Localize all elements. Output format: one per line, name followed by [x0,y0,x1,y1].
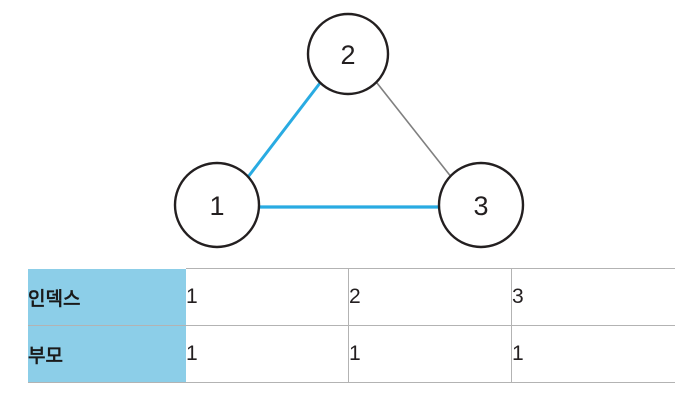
node-1-label: 1 [209,191,224,221]
index-value-2: 2 [348,268,512,326]
graph-node-3[interactable]: 3 [437,161,525,249]
node-3-label: 3 [473,191,488,221]
graph-svg: 2 1 3 [173,12,525,249]
node-3-circle [437,161,525,249]
index-value-1: 1 [186,268,349,326]
edge-2-3 [376,82,453,179]
node-1-circle [173,161,261,249]
edge-1-2 [246,82,322,178]
parent-value-2: 1 [348,325,512,383]
parent-array-table: 인덱스 1 2 3 부모 1 1 1 [28,268,675,383]
graph-node-1[interactable]: 1 [173,161,261,249]
graph-diagram: 2 1 3 [173,12,525,249]
table-row: 부모 1 1 1 [28,325,675,383]
parent-value-1: 1 [186,325,349,383]
graph-node-2[interactable]: 2 [306,12,390,96]
table-row: 인덱스 1 2 3 [28,268,675,326]
node-2-label: 2 [340,40,355,70]
row-header-parent: 부모 [28,325,186,383]
parent-value-3: 1 [511,325,675,383]
row-header-index: 인덱스 [28,268,186,326]
index-value-3: 3 [511,268,675,326]
node-2-circle [306,12,390,96]
